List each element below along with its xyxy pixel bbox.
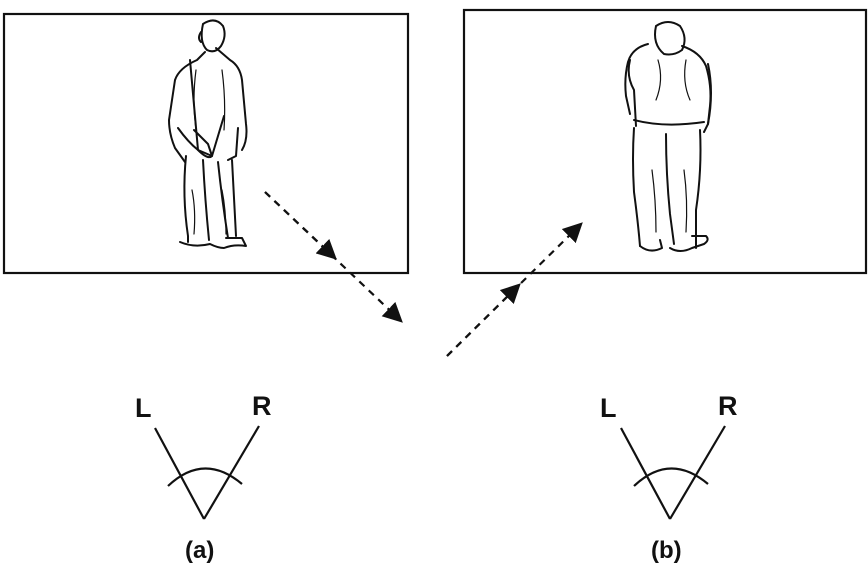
scene-frame-b [462, 8, 868, 275]
right-label-b: R [718, 391, 738, 421]
left-label-a: L [135, 393, 152, 423]
caption-b: (b) [651, 537, 682, 564]
stereo-angle-diagram-a: L R (a) [135, 391, 272, 564]
scene-frame-a [2, 12, 410, 275]
caption-a: (a) [185, 537, 214, 564]
stereo-angle-diagram-b: L R (b) [600, 391, 738, 564]
standing-man-back-view-icon [624, 21, 712, 252]
right-label-a: R [252, 391, 272, 421]
dashed-arrow-up [446, 222, 583, 357]
standing-man-front-view-icon [168, 19, 248, 249]
dashed-arrow-down [264, 191, 403, 323]
left-label-b: L [600, 393, 617, 423]
